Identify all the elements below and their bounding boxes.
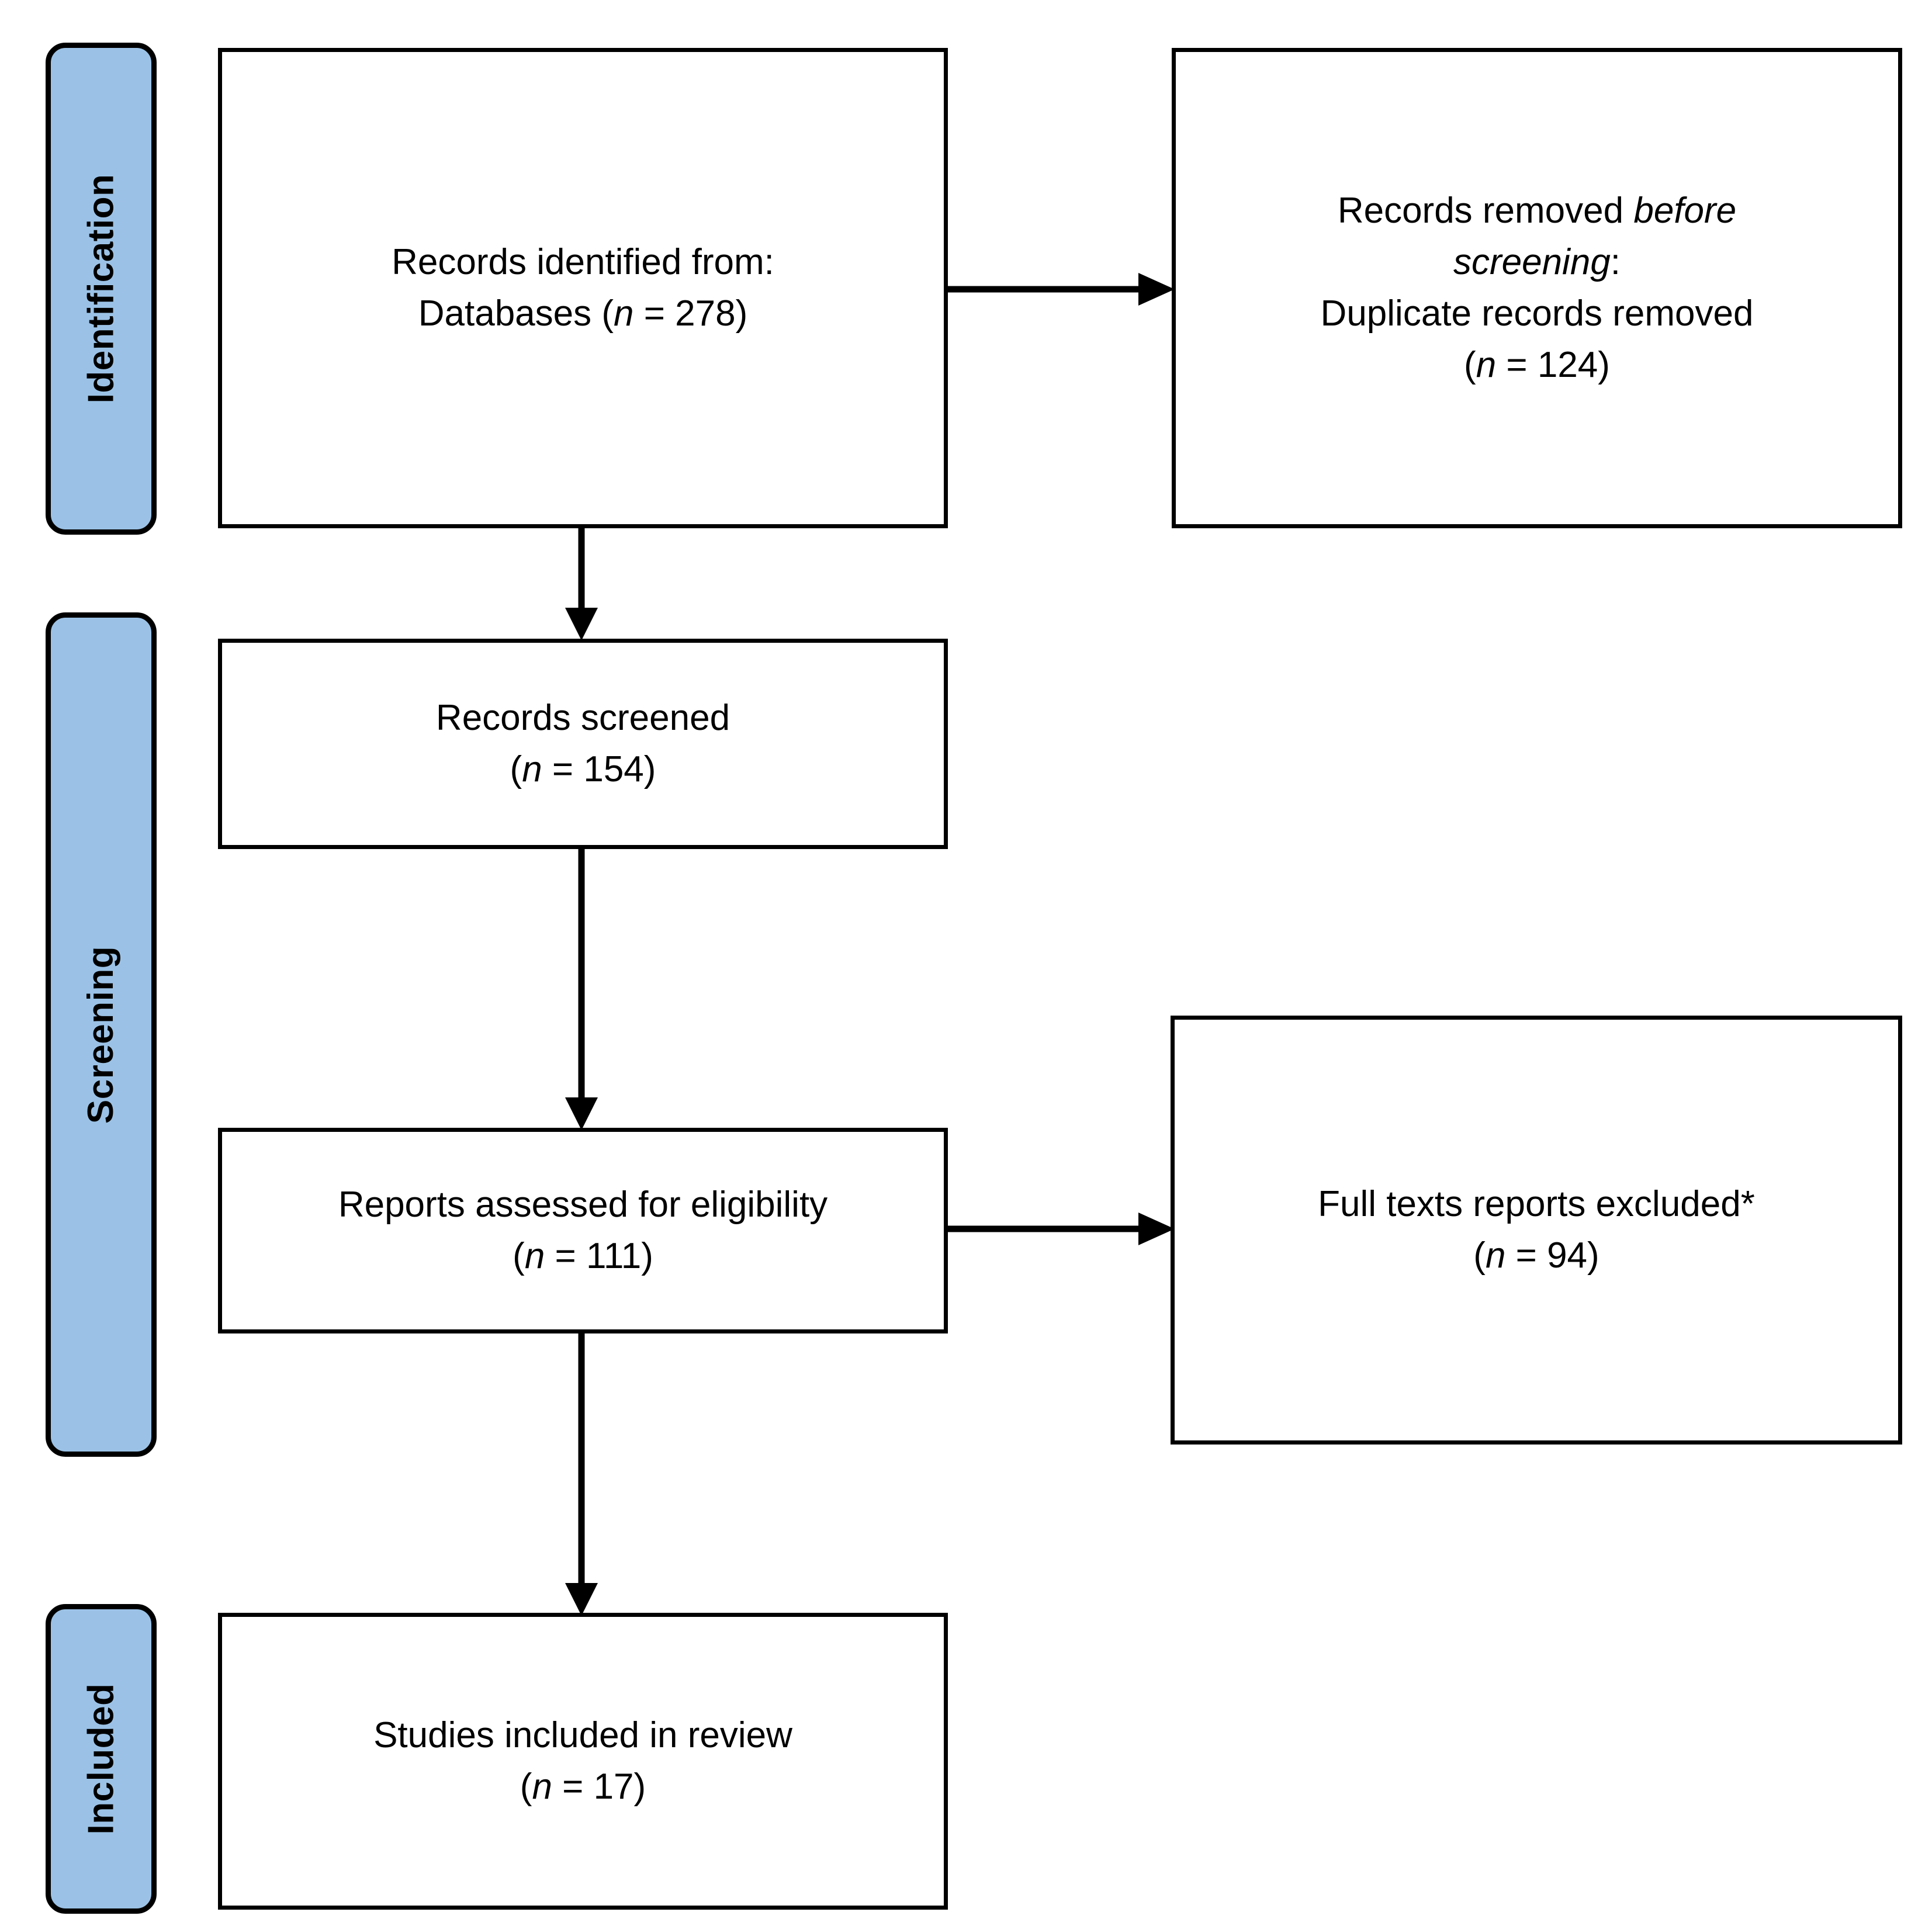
stage-pill-identification: Identification	[46, 43, 157, 535]
studies-included-line-2: (n = 17)	[520, 1761, 646, 1813]
full-texts-excluded-line-2: (n = 94)	[1473, 1230, 1599, 1281]
full-texts-excluded-line-1: Full texts reports excluded*	[1318, 1183, 1755, 1224]
box-full-texts-excluded: Full texts reports excluded* (n = 94)	[1171, 1016, 1902, 1445]
records-removed-prefix: Records removed	[1337, 190, 1634, 231]
box-reports-assessed: Reports assessed for eligibility (n = 11…	[218, 1128, 948, 1333]
reports-assessed-paren-open: (	[513, 1236, 525, 1276]
records-identified-n-symbol: n	[614, 293, 634, 334]
records-screened-paren-open: (	[510, 749, 522, 789]
studies-included-n-value: = 17)	[552, 1766, 646, 1807]
records-removed-before-word: before	[1633, 190, 1737, 231]
reports-assessed-line-1: Reports assessed for eligibility	[338, 1184, 828, 1225]
records-identified-line-2: Databases (n = 278)	[418, 288, 748, 340]
arrow-identified-to-screened	[564, 526, 599, 640]
arrow-assessed-to-included	[564, 1332, 599, 1616]
records-removed-line-2: screening:	[1453, 237, 1621, 288]
records-removed-line-4: (n = 124)	[1464, 340, 1610, 391]
studies-included-n-symbol: n	[532, 1766, 552, 1807]
reports-assessed-n-symbol: n	[524, 1236, 545, 1276]
arrow-screened-to-assessed	[564, 847, 599, 1130]
stage-pill-included: Included	[46, 1604, 157, 1914]
studies-included-line-1: Studies included in review	[373, 1714, 792, 1755]
stage-pill-screening: Screening	[46, 612, 157, 1457]
full-texts-excluded-n-symbol: n	[1485, 1235, 1506, 1276]
stage-label-identification: Identification	[81, 174, 121, 404]
records-removed-colon: :	[1610, 241, 1621, 282]
records-removed-n-value: = 124)	[1496, 345, 1610, 386]
full-texts-excluded-n-value: = 94)	[1505, 1235, 1599, 1276]
records-removed-paren-open: (	[1464, 345, 1476, 386]
studies-included-paren-open: (	[520, 1766, 532, 1807]
records-removed-screening-word: screening	[1453, 241, 1611, 282]
stage-label-included: Included	[81, 1683, 121, 1835]
records-screened-line-1: Records screened	[435, 697, 730, 738]
box-records-screened: Records screened (n = 154)	[218, 639, 948, 849]
box-records-identified: Records identified from: Databases (n = …	[218, 48, 948, 528]
records-removed-line-1: Records removed before	[1338, 185, 1736, 237]
records-identified-source: Databases (	[418, 293, 614, 334]
arrow-identified-to-removed	[946, 272, 1175, 307]
reports-assessed-n-value: = 111)	[545, 1236, 653, 1276]
box-records-removed: Records removed before screening: Duplic…	[1172, 48, 1902, 528]
full-texts-excluded-paren-open: (	[1473, 1235, 1486, 1276]
records-removed-line-3: Duplicate records removed	[1320, 293, 1754, 334]
arrow-assessed-to-excluded	[946, 1211, 1175, 1246]
records-screened-n-value: = 154)	[542, 749, 656, 789]
stage-label-screening: Screening	[81, 945, 121, 1124]
box-studies-included: Studies included in review (n = 17)	[218, 1613, 948, 1910]
reports-assessed-line-2: (n = 111)	[513, 1231, 653, 1282]
records-removed-n-symbol: n	[1476, 345, 1497, 386]
records-identified-line-1: Records identified from:	[392, 241, 774, 282]
records-screened-n-symbol: n	[522, 749, 542, 789]
records-identified-n-value: = 278)	[633, 293, 748, 334]
records-screened-line-2: (n = 154)	[510, 744, 656, 795]
